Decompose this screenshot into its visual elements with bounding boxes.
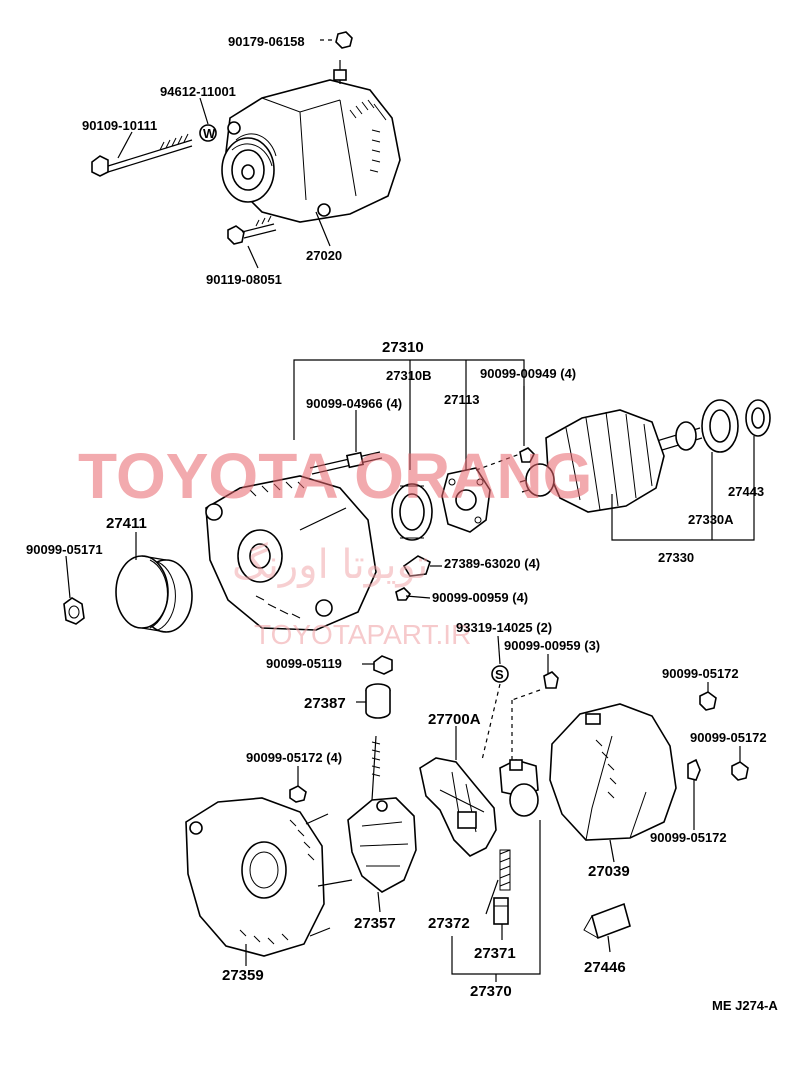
label-90099-05172-c: 90099-05172 [650, 830, 727, 845]
stud-bolts-part [309, 451, 383, 475]
label-90099-00949: 90099-00949 (4) [480, 366, 576, 381]
terminal-block-part [499, 759, 539, 817]
rectifier-27357-part [347, 735, 417, 893]
screw-93319-part: S [481, 665, 509, 761]
label-27389-63020: 27389-63020 (4) [444, 556, 540, 571]
nut-05172-b-part [731, 761, 749, 781]
bearing-cover-27443-part [745, 399, 771, 437]
bracket-27330 [611, 436, 755, 541]
nut-05172-c-part [687, 758, 701, 781]
bearing-27310B-part [391, 483, 433, 541]
top-nut-part [320, 31, 353, 49]
rotor-27330-part [519, 409, 703, 513]
screw-90099-00959-3-part [511, 671, 559, 764]
pulley-27411-part [115, 555, 193, 633]
label-90099-04966: 90099-04966 (4) [306, 396, 402, 411]
screw-90099-00959-4-part [395, 587, 431, 601]
nut-05172-a-part [699, 691, 717, 711]
watermark-arabic-text: تویوتا اورنگ [232, 542, 428, 588]
screw-90099-00949-part [519, 386, 535, 463]
short-bolt-part [227, 215, 277, 245]
label-27370: 27370 [470, 983, 512, 1000]
rectifier-end-frame-27359-part [185, 797, 353, 957]
label-90179-06158: 90179-06158 [228, 34, 305, 49]
label-27330: 27330 [658, 550, 694, 565]
drive-end-frame-part [205, 475, 377, 631]
diagram-code: ME J274-A [712, 998, 778, 1013]
label-90099-00959-4: 90099-00959 (4) [432, 590, 528, 605]
label-90099-05119: 90099-05119 [266, 656, 342, 671]
label-27357: 27357 [354, 915, 396, 932]
label-27700A: 27700A [428, 711, 481, 728]
screw-mark-text: S [495, 667, 504, 682]
long-bolt-part [91, 133, 193, 177]
nut-90099-05119-part [362, 655, 393, 675]
label-90099-05172-4: 90099-05172 (4) [246, 750, 342, 765]
brush-spring-27372-part [499, 849, 511, 891]
rear-cover-27039-part [549, 703, 677, 841]
label-27039: 27039 [588, 863, 630, 880]
watermark-sub-text: TOYOTAPART.IR [254, 619, 471, 650]
label-27371: 27371 [474, 945, 516, 962]
label-27310B: 27310B [386, 368, 432, 383]
watermark: TOYOTA ORANG TOYOTAPART.IR تویوتا اورنگ [78, 440, 592, 650]
label-27359: 27359 [222, 967, 264, 984]
washer-mark-text: W [203, 126, 216, 141]
label-90099-05171: 90099-05171 [26, 542, 103, 557]
bracket-27310 [293, 359, 525, 440]
label-90099-05172-b: 90099-05172 [690, 730, 767, 745]
label-27446: 27446 [584, 959, 626, 976]
cover-27446-part [583, 902, 631, 940]
bearing-27330A-part [701, 399, 739, 453]
label-27443: 27443 [728, 484, 764, 499]
label-27330A: 27330A [688, 512, 734, 527]
regulator-27700A-part [419, 757, 497, 857]
label-90099-05172-a: 90099-05172 [662, 666, 739, 681]
label-90119-08051: 90119-08051 [206, 272, 282, 287]
clip-27389-part [402, 555, 442, 577]
retainer-plate-27113-part [441, 453, 521, 533]
label-27387: 27387 [304, 695, 346, 712]
alternator-assembly: W [91, 31, 401, 269]
label-27411: 27411 [106, 515, 147, 532]
label-94612-11001: 94612-11001 [160, 84, 236, 99]
brush-27371-part [493, 897, 509, 925]
nut-90099-05171-part [63, 597, 85, 625]
insulator-27387-part [365, 683, 391, 719]
label-27020: 27020 [306, 248, 342, 263]
watermark-main-text: TOYOTA ORANG [78, 440, 592, 512]
label-90099-00959-3: 90099-00959 (3) [504, 638, 600, 653]
label-90109-10111: 90109-10111 [82, 118, 157, 133]
label-27113: 27113 [444, 392, 479, 407]
label-27372: 27372 [428, 915, 470, 932]
label-93319-14025: 93319-14025 (2) [456, 620, 552, 635]
alternator-body-part [221, 60, 401, 223]
label-27310: 27310 [382, 339, 424, 356]
nut-05172-4-part [289, 785, 307, 803]
washer-part: W [199, 124, 217, 142]
